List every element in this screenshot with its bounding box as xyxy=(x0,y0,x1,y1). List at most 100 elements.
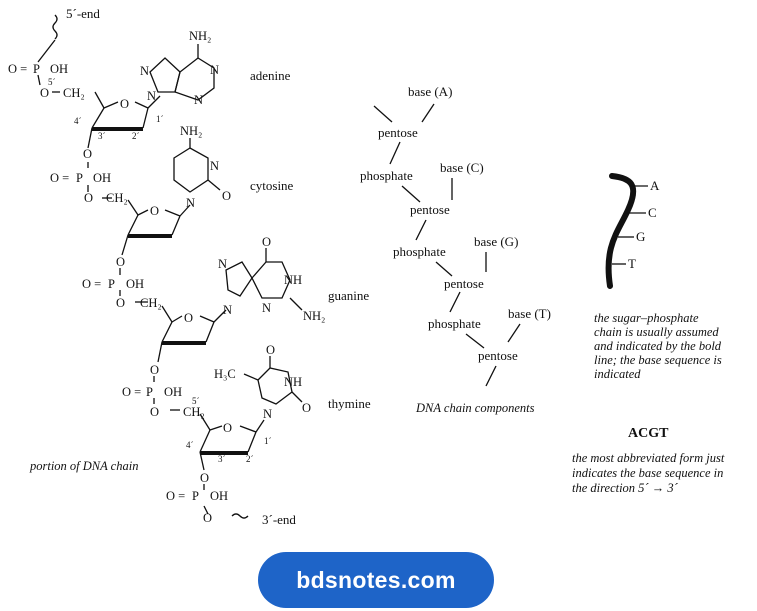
prime-label: 4´ xyxy=(74,116,82,126)
double-bond-o: O = xyxy=(8,62,27,76)
component-pentose: pentose xyxy=(478,348,518,363)
watermark-banner[interactable]: bdsnotes.com xyxy=(258,552,494,608)
svg-text:indicated: indicated xyxy=(594,367,641,381)
nitrogen-atom: N xyxy=(140,64,149,78)
svg-text:indicates the base sequence in: indicates the base sequence in xyxy=(572,466,723,480)
prime-label: 3´ xyxy=(218,454,226,464)
nitrogen-atom: N xyxy=(218,257,227,271)
ring-oxygen: O xyxy=(223,421,232,435)
phosphorus-atom: P xyxy=(192,489,199,503)
svg-text:the direction 5´ → 3´: the direction 5´ → 3´ xyxy=(572,481,679,495)
ch2-label: CH₂ xyxy=(106,191,128,205)
double-bond-o: O = xyxy=(82,277,101,291)
prime-label: 5´ xyxy=(48,77,56,87)
prime-label: 5´ xyxy=(192,396,200,406)
ring-oxygen: O xyxy=(120,97,129,111)
oxygen-atom: O xyxy=(84,191,93,205)
bold-line-caption: the sugar–phosphate chain is usually ass… xyxy=(594,311,722,381)
amine-label: NH₂ xyxy=(303,309,325,323)
three-prime-end-label: 3´-end xyxy=(262,512,296,527)
double-bond-o: O = xyxy=(122,385,141,399)
phosphorus-atom: P xyxy=(76,171,83,185)
svg-text:line; the base sequence is: line; the base sequence is xyxy=(594,353,722,367)
nitrogen-atom: N xyxy=(147,89,156,103)
oxygen-atom: O xyxy=(266,343,275,357)
oxygen-atom: O xyxy=(262,235,271,249)
ring-oxygen: O xyxy=(150,204,159,218)
component-phosphate: phosphate xyxy=(428,316,481,331)
ch2-label: CH₂ xyxy=(140,296,162,310)
base-label-adenine: adenine xyxy=(250,68,291,83)
phosphorus-atom: P xyxy=(108,277,115,291)
components-caption: DNA chain components xyxy=(415,401,535,415)
ring-oxygen: O xyxy=(184,311,193,325)
strand-caption: portion of DNA chain xyxy=(29,459,138,473)
nitrogen-atom: N xyxy=(210,63,219,77)
amine-label: NH₂ xyxy=(189,29,211,43)
hydroxyl-label: OH xyxy=(50,62,68,76)
nitrogen-atom: N xyxy=(210,159,219,173)
nh-label: NH xyxy=(284,375,302,389)
methyl-label: H₃C xyxy=(214,367,236,381)
abbrev-sequence: ACGT xyxy=(628,426,669,441)
five-prime-end-label: 5´-end xyxy=(66,6,100,21)
hydroxyl-label: OH xyxy=(126,277,144,291)
prime-label: 2´ xyxy=(246,454,254,464)
double-bond-o: O = xyxy=(166,489,185,503)
oxygen-atom: O xyxy=(83,147,92,161)
svg-text:chain is usually assumed: chain is usually assumed xyxy=(594,325,719,339)
bond-lines xyxy=(37,14,648,519)
svg-text:and indicated by the bold: and indicated by the bold xyxy=(594,339,722,353)
component-pentose: pentose xyxy=(444,276,484,291)
sequence-letter-a: A xyxy=(650,178,660,193)
component-base-t: base (T) xyxy=(508,306,551,321)
ch2-label: CH₂ xyxy=(63,86,85,100)
component-phosphate: phosphate xyxy=(360,168,413,183)
oxygen-atom: O xyxy=(116,255,125,269)
sequence-letter-t: T xyxy=(628,256,636,271)
ch2-label: CH₂ xyxy=(183,405,205,419)
hydroxyl-label: OH xyxy=(210,489,228,503)
svg-text:the sugar–phosphate: the sugar–phosphate xyxy=(594,311,699,325)
nitrogen-atom: N xyxy=(186,196,195,210)
nitrogen-atom: N xyxy=(263,407,272,421)
oxygen-atom: O xyxy=(200,471,209,485)
prime-label: 1´ xyxy=(156,114,164,124)
prime-label: 2´ xyxy=(132,131,140,141)
nitrogen-atom: N xyxy=(262,301,271,315)
phosphorus-atom: P xyxy=(146,385,153,399)
svg-text:the most abbreviated form just: the most abbreviated form just xyxy=(572,451,725,465)
watermark-text: bdsnotes.com xyxy=(296,566,456,593)
prime-label: 3´ xyxy=(98,131,106,141)
component-phosphate: phosphate xyxy=(393,244,446,259)
component-pentose: pentose xyxy=(378,125,418,140)
component-base-g: base (G) xyxy=(474,234,518,249)
component-base-c: base (C) xyxy=(440,160,484,175)
oxygen-atom: O xyxy=(302,401,311,415)
oxygen-atom: O xyxy=(40,86,49,100)
oxygen-atom: O xyxy=(150,363,159,377)
abbrev-caption: the most abbreviated form just indicates… xyxy=(572,451,725,495)
prime-label: 1´ xyxy=(264,436,272,446)
strand-atom-labels: O = P OH O CH₂ O N N N N NH₂ O O = P OH … xyxy=(8,29,325,525)
nh-label: NH xyxy=(284,273,302,287)
oxygen-atom: O xyxy=(203,511,212,525)
base-label-cytosine: cytosine xyxy=(250,178,294,193)
oxygen-atom: O xyxy=(150,405,159,419)
component-pentose: pentose xyxy=(410,202,450,217)
double-bond-o: O = xyxy=(50,171,69,185)
component-base-a: base (A) xyxy=(408,84,452,99)
hydroxyl-label: OH xyxy=(164,385,182,399)
sequence-letter-c: C xyxy=(648,205,657,220)
base-label-guanine: guanine xyxy=(328,288,369,303)
amine-label: NH₂ xyxy=(180,124,202,138)
prime-label: 4´ xyxy=(186,440,194,450)
sequence-letter-g: G xyxy=(636,229,645,244)
oxygen-atom: O xyxy=(222,189,231,203)
nitrogen-atom: N xyxy=(194,93,203,107)
hydroxyl-label: OH xyxy=(93,171,111,185)
base-label-thymine: thymine xyxy=(328,396,371,411)
nitrogen-atom: N xyxy=(223,303,232,317)
phosphorus-atom: P xyxy=(33,62,40,76)
